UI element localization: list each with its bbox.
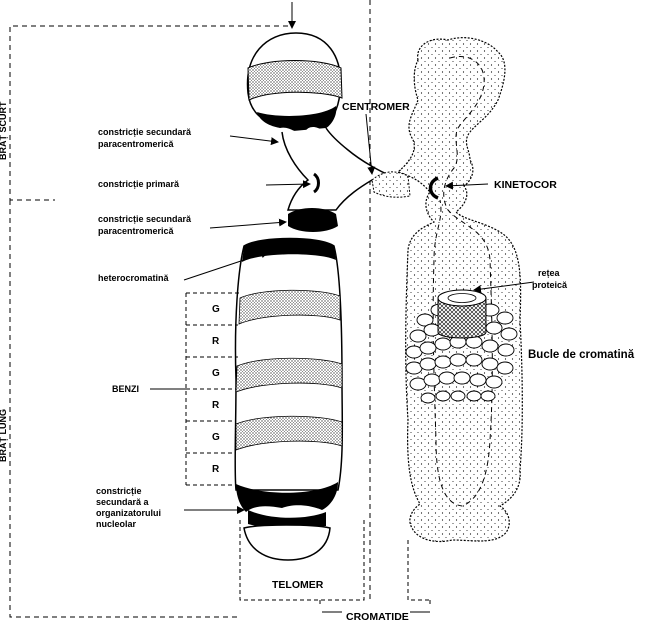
primary-constriction-mark	[313, 172, 320, 194]
band-label-1: G	[212, 304, 220, 315]
label-bucle-cromatina: Bucle de cromatină	[528, 349, 635, 361]
telomere-cap	[243, 524, 331, 561]
label-organizator-4: nucleolar	[96, 519, 137, 529]
protein-scaffold	[437, 289, 487, 339]
band-label-2: R	[212, 336, 220, 347]
label-arrows	[150, 113, 535, 613]
left-chromatid	[234, 32, 397, 561]
nucleolar-organizer	[236, 482, 338, 512]
label-constrictie-sec-2-b: paracentromerică	[98, 226, 175, 236]
short-arm-band	[247, 60, 343, 101]
paracentromeric-constriction-1	[257, 106, 337, 134]
band-label-5: G	[212, 432, 220, 443]
label-retea-1: rețea	[538, 268, 561, 278]
label-retea-2: proteică	[532, 280, 568, 290]
arm-brackets	[9, 25, 288, 618]
kinetochore-mark	[428, 176, 439, 200]
g-band-3	[235, 415, 343, 451]
label-centromer: CENTROMER	[342, 101, 410, 113]
primary-constriction	[281, 127, 397, 211]
band-brackets	[185, 292, 431, 607]
label-organizator-1: constricție	[96, 486, 142, 496]
label-heterocromatina: heterocromatină	[98, 273, 170, 283]
label-organizator-3: organizatorului	[96, 508, 161, 518]
label-cromatide: CROMATIDE	[346, 611, 409, 623]
long-arm-heterochromatin	[242, 238, 336, 262]
g-band-2	[235, 357, 343, 393]
band-label-4: R	[212, 400, 220, 411]
g-band-1	[238, 289, 341, 325]
band-label-6: R	[212, 464, 220, 475]
label-benzi: BENZI	[112, 384, 139, 394]
nucleolar-neck	[248, 510, 326, 529]
band-label-3: G	[212, 368, 220, 379]
label-constrictie-primara: constricție primară	[98, 179, 180, 189]
label-brat-lung: BRAȚ LUNG	[0, 409, 8, 462]
label-constrictie-sec-1-b: paracentromerică	[98, 139, 175, 149]
label-constrictie-sec-2-a: constricție secundară	[98, 214, 192, 224]
label-constrictie-sec-1-a: constricție secundară	[98, 127, 192, 137]
right-chromatid-core	[432, 56, 493, 507]
sister-connection	[371, 171, 411, 198]
label-organizator-2: secundară a	[96, 497, 150, 507]
right-chromatid	[371, 37, 523, 543]
label-telomer: TELOMER	[272, 579, 324, 591]
label-kinetocor: KINETOCOR	[494, 179, 557, 191]
label-brat-scurt: BRAȚ SCURT	[0, 101, 8, 160]
paracentromeric-constriction-2	[288, 208, 338, 232]
